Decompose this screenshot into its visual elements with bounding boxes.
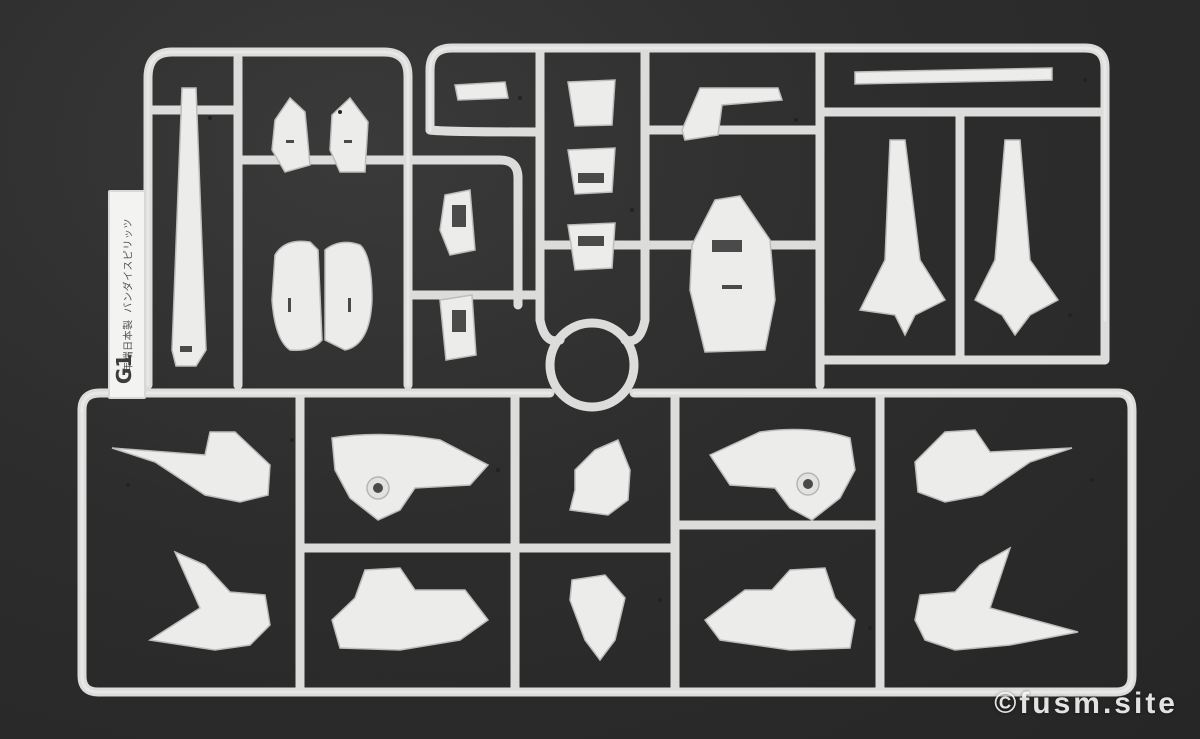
part-shoulder-pair: [271, 240, 373, 352]
part-thin-rods: [854, 67, 1053, 85]
part-center-small-lower: [569, 574, 626, 662]
part-wing-fins-pair: [858, 139, 1060, 337]
part-center-small-upper: [569, 439, 631, 516]
part-thigh-lower-right: [703, 567, 856, 651]
part-thigh-lower-left: [331, 567, 490, 651]
part-chest-blocks: [567, 79, 616, 271]
part-frame-links: [439, 189, 477, 361]
runner-code-label: G1: [112, 353, 136, 385]
part-small-armor-pair: [271, 96, 369, 173]
part-thigh-upper-right: [708, 428, 856, 521]
part-leg-armor-upper-right: [914, 429, 1073, 503]
part-long-blade: [171, 87, 207, 367]
part-leg-armor-lower-left: [147, 550, 271, 651]
gate-marks: [126, 78, 1094, 630]
part-bracket: [454, 81, 509, 101]
part-thigh-upper-left: [331, 433, 490, 521]
part-leg-armor-lower-right: [914, 546, 1079, 651]
sprue-tag: 年端日本製 バンダイスピリッツ: [108, 190, 146, 399]
part-torso: [681, 87, 784, 353]
watermark: ©fusm.site: [994, 687, 1178, 720]
sprue-tag-text: 年端日本製 バンダイスピリッツ: [123, 217, 135, 372]
part-leg-armor-upper-left: [111, 431, 271, 503]
